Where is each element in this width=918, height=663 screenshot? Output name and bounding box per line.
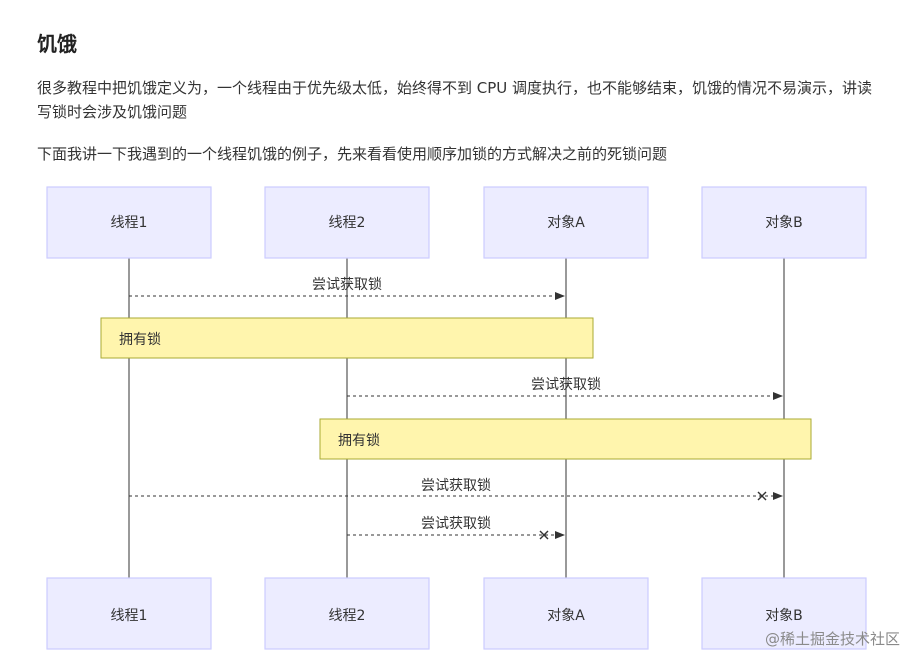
note-2: 拥有锁	[319, 418, 812, 460]
actor-label: 对象B	[765, 608, 803, 624]
actor-label: 线程2	[329, 215, 366, 231]
blocked-cross-icon	[539, 530, 549, 540]
message-label: 尝试获取锁	[312, 277, 382, 293]
actor-top-thread2: 线程2	[264, 186, 430, 259]
actor-label: 线程1	[111, 608, 148, 624]
message-2: 尝试获取锁	[347, 377, 783, 400]
message-label: 尝试获取锁	[531, 377, 601, 393]
message-3: 尝试获取锁	[129, 478, 783, 501]
actor-bottom-objecta: 对象A	[483, 577, 649, 650]
watermark: @稀土掘金技术社区	[764, 630, 900, 648]
example-paragraph: 下面我讲一下我遇到的一个线程饥饿的例子，先来看看使用顺序加锁的方式解决之前的死锁…	[37, 145, 668, 163]
actor-label: 线程2	[329, 608, 366, 624]
actor-top-objectb: 对象B	[701, 186, 867, 259]
actor-bottom-objectb: 对象B	[701, 577, 867, 650]
actor-bottom-thread2: 线程2	[264, 577, 430, 650]
actor-top-thread1: 线程1	[46, 186, 212, 259]
actor-top-objecta: 对象A	[483, 186, 649, 259]
message-label: 尝试获取锁	[421, 516, 491, 532]
note-1: 拥有锁	[100, 317, 594, 359]
article-title: 饥饿	[37, 32, 77, 56]
message-4: 尝试获取锁	[347, 516, 565, 540]
message-1: 尝试获取锁	[129, 277, 565, 300]
note-label: 拥有锁	[338, 433, 380, 449]
note-label: 拥有锁	[119, 332, 161, 348]
message-label: 尝试获取锁	[421, 478, 491, 494]
intro-paragraph: 很多教程中把饥饿定义为，一个线程由于优先级太低，始终得不到 CPU 调度执行，也…	[37, 79, 873, 121]
actor-bottom-thread1: 线程1	[46, 577, 212, 650]
actor-label: 线程1	[111, 215, 148, 231]
actor-label: 对象A	[547, 215, 585, 231]
actor-label: 对象B	[765, 215, 803, 231]
actor-label: 对象A	[547, 608, 585, 624]
blocked-cross-icon	[757, 491, 767, 501]
